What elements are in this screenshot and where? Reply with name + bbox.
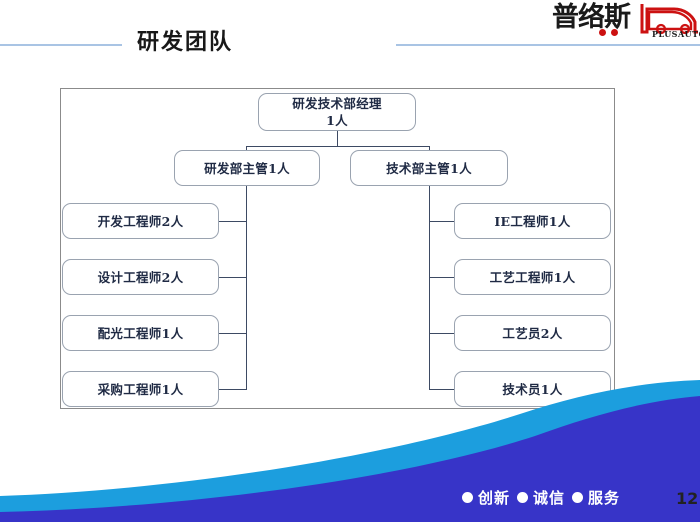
org-chart-frame <box>60 88 615 409</box>
bullet-dot-icon <box>462 492 473 503</box>
org-node-process-engineer[interactable]: 工艺工程师1人 <box>454 259 611 295</box>
footer-value-label: 服务 <box>588 489 621 507</box>
org-node-root-count: 1人 <box>326 113 348 128</box>
footer-value-label: 创新 <box>478 489 511 507</box>
connector-right-branch-2 <box>429 277 454 278</box>
logo-chinese-text: 普络斯 <box>552 2 631 33</box>
org-node-label: 技术员1人 <box>502 381 563 397</box>
org-node-label: 采购工程师1人 <box>97 381 184 397</box>
org-node-dev-engineer[interactable]: 开发工程师2人 <box>62 203 219 239</box>
org-node-label: 配光工程师1人 <box>97 325 184 341</box>
connector-left-trunk <box>246 186 247 389</box>
org-node-label: 研发部主管1人 <box>204 160 290 176</box>
footer-value-integrity: 诚信 <box>517 487 565 508</box>
header-rule-left <box>0 44 122 46</box>
org-node-optics-engineer[interactable]: 配光工程师1人 <box>62 315 219 351</box>
org-node-root-title: 研发技术部经理 <box>292 96 382 111</box>
org-node-process-technician[interactable]: 工艺员2人 <box>454 315 611 351</box>
connector-level2-spine <box>246 146 430 147</box>
org-node-purchasing-engineer[interactable]: 采购工程师1人 <box>62 371 219 407</box>
company-logo: 普络斯 PLUSAUTO <box>552 2 700 44</box>
footer-value-label: 诚信 <box>533 489 566 507</box>
logo-accent-dot-left <box>599 29 606 36</box>
footer-decorative-swoosh <box>0 380 700 522</box>
org-node-label: IE工程师1人 <box>494 213 571 229</box>
org-node-ie-engineer[interactable]: IE工程师1人 <box>454 203 611 239</box>
org-node-label: 工艺工程师1人 <box>489 269 576 285</box>
page-title: 研发团队 <box>137 29 234 55</box>
org-node-label: 技术部主管1人 <box>386 160 472 176</box>
swoosh-dark-band <box>0 396 700 522</box>
logo-accent-dot-right <box>611 29 618 36</box>
footer-value-innovation: 创新 <box>462 487 510 508</box>
connector-left-branch-3 <box>219 333 247 334</box>
logo-english-text: PLUSAUTO <box>652 29 700 39</box>
bullet-dot-icon <box>572 492 584 503</box>
page-number: 12 <box>676 489 699 508</box>
bullet-dot-icon <box>517 492 529 503</box>
org-node-design-engineer[interactable]: 设计工程师2人 <box>62 259 219 295</box>
connector-right-branch-1 <box>429 221 454 222</box>
connector-left-branch-1 <box>219 221 247 222</box>
org-node-label: 开发工程师2人 <box>97 213 184 229</box>
org-node-rd-supervisor[interactable]: 研发部主管1人 <box>174 150 320 186</box>
connector-right-trunk <box>429 186 430 389</box>
connector-right-branch-4 <box>429 389 454 390</box>
header-rule-right <box>396 44 700 46</box>
connector-left-branch-2 <box>219 277 247 278</box>
connector-left-branch-4 <box>219 389 247 390</box>
footer-value-service: 服务 <box>572 487 620 508</box>
connector-root-stem <box>337 131 338 147</box>
car-silhouette-icon <box>640 2 698 38</box>
org-node-root[interactable]: 研发技术部经理 1人 <box>258 93 416 131</box>
org-node-label: 工艺员2人 <box>502 325 563 341</box>
footer-values: 创新 诚信 服务 <box>462 487 620 508</box>
org-node-tech-supervisor[interactable]: 技术部主管1人 <box>350 150 508 186</box>
connector-right-branch-3 <box>429 333 454 334</box>
org-node-label: 设计工程师2人 <box>97 269 184 285</box>
